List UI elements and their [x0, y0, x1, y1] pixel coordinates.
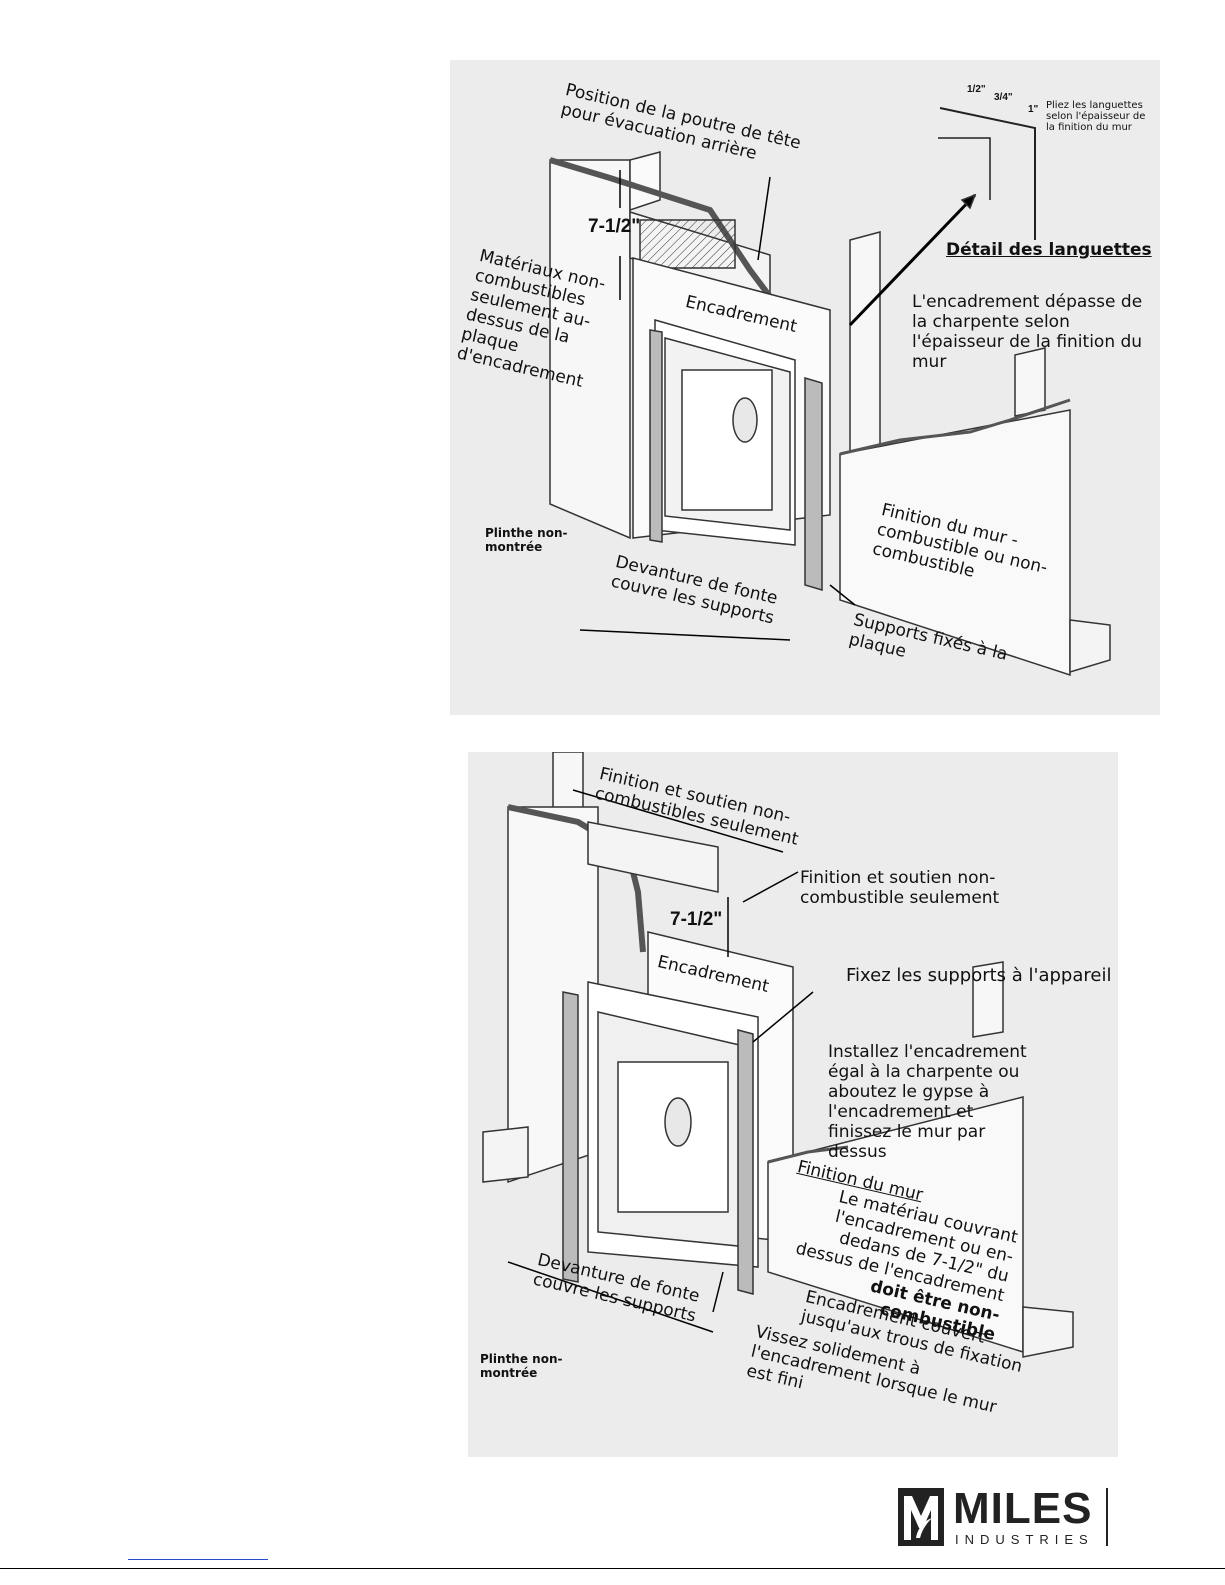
footer-rule	[0, 1568, 1225, 1569]
tab-size-three-quarter: 3/4"	[994, 92, 1013, 103]
miles-logo-icon	[898, 1488, 944, 1546]
mantel-not-shown-label: Plinthe non-montrée	[480, 1352, 563, 1380]
fireplace-drawing-1	[549, 107, 1111, 677]
tab-size-one: 1"	[1028, 104, 1039, 115]
attach-brackets-label: Fixez les supports à l'appareil	[846, 965, 1112, 986]
figure-framing-installation: Finition et soutien non-combustibles seu…	[468, 752, 1118, 1457]
mantel-not-shown-label: Plinthe non-montrée	[485, 526, 568, 554]
logo-divider	[1106, 1488, 1108, 1546]
logo-name: MILES	[953, 1484, 1093, 1533]
tab-instructions: Pliez les languettes selon l'épaisseur d…	[1046, 100, 1146, 133]
tab-size-half: 1/2"	[967, 84, 986, 95]
fireplace-drawing-2	[482, 752, 1074, 1358]
framing-extends-label: L'encadrement dépasse de la charpente se…	[912, 292, 1143, 372]
miles-industries-logo: MILES INDUSTRIES	[898, 1484, 1128, 1548]
dimension-label: 7-1/2"	[670, 909, 723, 930]
finish-support-side-label: Finition et soutien non-combustible seul…	[800, 868, 1000, 908]
tab-detail-title: Détail des languettes	[946, 240, 1152, 260]
install-framing-label: Installez l'encadrement égal à la charpe…	[828, 1042, 1027, 1162]
logo-subtitle: INDUSTRIES	[955, 1532, 1094, 1547]
dimension-label: 7-1/2"	[588, 216, 641, 237]
footer-link-underline	[128, 1559, 268, 1560]
figure-rear-vent-installation: Position de la poutre de tête pour évacu…	[450, 60, 1160, 715]
